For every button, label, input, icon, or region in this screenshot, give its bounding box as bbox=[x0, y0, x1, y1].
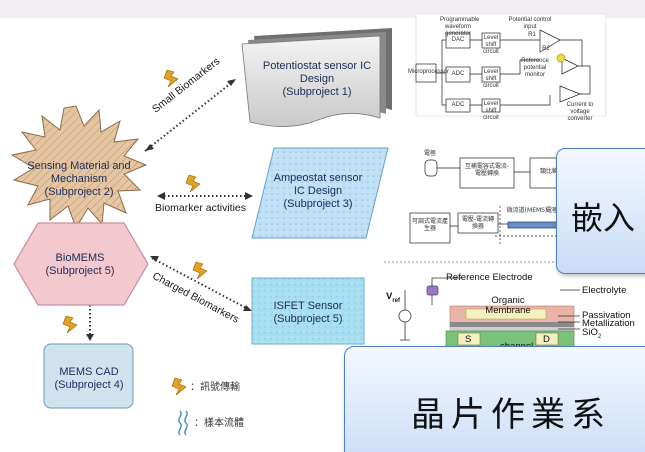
biomems-title: BioMEMS bbox=[55, 252, 105, 264]
ckt-current-voltage-label: Current to voltage converter bbox=[566, 102, 594, 122]
sensing-material-starburst bbox=[10, 105, 148, 230]
sensing-material-title: Sensing Material and Mechanism bbox=[27, 160, 131, 185]
ckt-r2-label: R2 bbox=[542, 46, 550, 52]
potentiostat-doc-stack bbox=[241, 28, 392, 127]
connector-charged-biomarkers bbox=[151, 257, 251, 311]
popup-embedded-text: 嵌入 bbox=[571, 199, 636, 237]
isfet-electrolyte-label: Electrolyte bbox=[582, 285, 627, 296]
amp-microchannel-label: 微流道(MEMS) bbox=[506, 207, 548, 214]
potentiostat-label: Potentiostat sensor IC Design (Subprojec… bbox=[262, 60, 372, 99]
amp-electrode2-label: 電極 bbox=[545, 207, 558, 214]
isfet-oxide-subscript: 2 bbox=[597, 333, 602, 340]
isfet-title: ISFET Sensor bbox=[273, 300, 343, 312]
isfet-source-label: S bbox=[465, 334, 472, 345]
isfet-metallization-label: Metallization bbox=[582, 318, 635, 329]
fluid-icon bbox=[178, 410, 188, 436]
ckt-reference-monitor-label: Reference potential monitor bbox=[521, 58, 549, 78]
arrowhead bbox=[145, 144, 154, 151]
sensing-material-subproject: (Subproject 2) bbox=[44, 186, 114, 198]
isfet-vref-subscript: ref bbox=[392, 297, 401, 304]
isfet-reference-electrode-label: Reference Electrode bbox=[446, 272, 533, 283]
lightning-icon bbox=[62, 69, 208, 396]
ckt-level-shift-label-2: Level shift circuit bbox=[483, 69, 499, 89]
legend-signal-transmission: ：訊號傳輸 bbox=[190, 382, 240, 393]
potentiostat-circuit bbox=[415, 13, 607, 117]
ckt-programmable-label: Programmable waveform generator bbox=[440, 17, 480, 37]
ampeostat-parallelogram bbox=[251, 147, 389, 239]
isfet-oxide-text: SiO bbox=[582, 327, 598, 338]
sensing-material-label: Sensing Material and Mechanism (Subproje… bbox=[20, 160, 138, 199]
ckt-adc-label-2: ADC bbox=[451, 102, 465, 108]
amp-adjustable-current-label: 可調式電流產生器 bbox=[412, 218, 449, 232]
arrowhead bbox=[227, 79, 236, 86]
mems-cad-box bbox=[43, 343, 134, 409]
popup-chip-ops[interactable]: 晶片作業系 bbox=[344, 346, 645, 452]
biomems-subproject: (Subproject 5) bbox=[45, 265, 115, 277]
ckt-level-shift-label-3: Level shift circuit bbox=[483, 101, 499, 121]
ckt-dac-label: DAC bbox=[451, 37, 465, 43]
isfet-drain-label: D bbox=[543, 334, 550, 345]
ckt-adc-label-1: ADC bbox=[451, 71, 465, 77]
ckt-r1-label: R1 bbox=[528, 32, 536, 38]
potentiostat-title: Potentiostat sensor IC Design bbox=[262, 60, 372, 85]
ckt-microprocessor-label: Microprocessor bbox=[408, 69, 450, 75]
ampeostat-label: Ampeostat sensor IC Design (Subproject 3… bbox=[268, 172, 368, 211]
potentiostat-subproject: (Subproject 1) bbox=[282, 86, 352, 98]
popup-chip-ops-text: 晶片作業系 bbox=[411, 395, 611, 435]
amp-electrode-label: 電極 bbox=[423, 150, 436, 157]
connector-small-biomarkers bbox=[144, 79, 236, 152]
mems-cad-subproject: (Subproject 4) bbox=[54, 379, 124, 391]
isfet-passivation-label: Passivation bbox=[582, 310, 631, 321]
ckt-potential-control-label: Potential control input bbox=[508, 17, 552, 30]
isfet-membrane-label: Organic Membrane bbox=[485, 295, 531, 316]
ampeostat-subproject: (Subproject 3) bbox=[283, 198, 353, 210]
window-top-band bbox=[0, 0, 645, 18]
mems-cad-title: MEMS CAD bbox=[59, 366, 119, 378]
mems-cad-label: MEMS CAD (Subproject 4) bbox=[46, 366, 132, 392]
isfet-subproject: (Subproject 5) bbox=[273, 313, 343, 325]
amp-voltage-current-label: 電壓-電流轉換器 bbox=[461, 216, 495, 230]
amp-adc-label: 類比轉數位 bbox=[539, 168, 570, 175]
isfet-vref-text: V bbox=[386, 291, 393, 302]
biomems-hexagon bbox=[13, 222, 149, 306]
connector-label-biomarker-activities: Biomarker activities bbox=[155, 202, 247, 214]
isfet-label: ISFET Sensor (Subproject 5) bbox=[256, 300, 360, 326]
isfet-box bbox=[251, 277, 365, 345]
ckt-level-shift-label-1: Level shift circuit bbox=[483, 35, 499, 55]
amp-front-converter-label: 互補電容式電流-電壓轉換 bbox=[464, 163, 510, 177]
popup-embedded[interactable]: 嵌入 bbox=[556, 148, 645, 274]
isfet-vref-label: Vref bbox=[386, 291, 400, 304]
legend-sample-fluid: ：樣本流體 bbox=[194, 418, 244, 429]
isfet-oxide-label: SiO2 bbox=[582, 327, 601, 340]
biomems-label: BioMEMS (Subproject 5) bbox=[30, 252, 130, 278]
ampeostat-title: Ampeostat sensor IC Design bbox=[273, 172, 363, 197]
